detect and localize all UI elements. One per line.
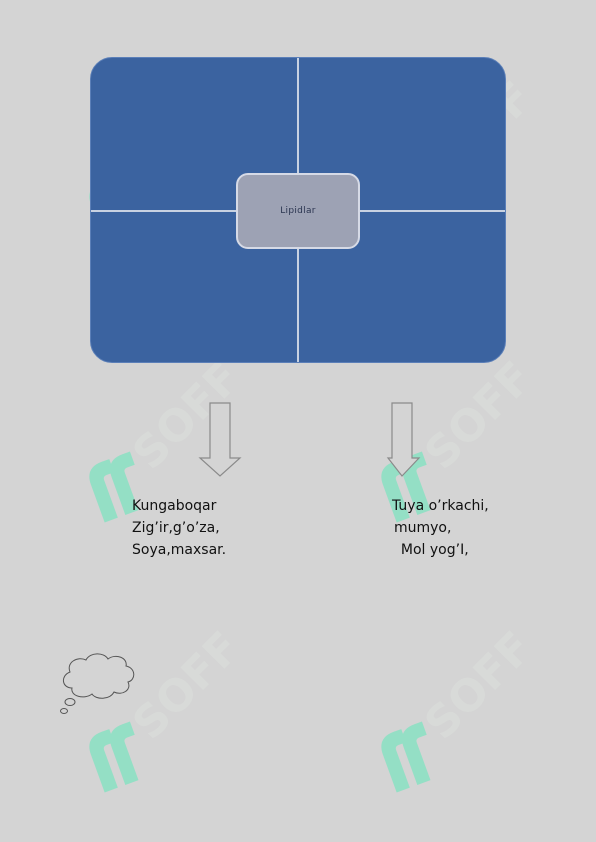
center-label-box: Lipidlar bbox=[236, 173, 360, 249]
list-item: Zig’ir,g’o’za, bbox=[132, 520, 220, 536]
list-item: Soya,maxsar. bbox=[132, 542, 227, 558]
svg-text:SOFF: SOFF bbox=[415, 352, 542, 479]
svg-text:SOFF: SOFF bbox=[415, 622, 542, 749]
list-item: Tuya o’rkachi, bbox=[392, 498, 489, 514]
list-item: mumyo, bbox=[394, 520, 452, 536]
watermark-bottom-right: SOFF bbox=[381, 622, 543, 793]
thought-cloud-icon bbox=[60, 653, 135, 714]
svg-text:SOFF: SOFF bbox=[123, 622, 250, 749]
center-label: Lipidlar bbox=[280, 206, 316, 216]
right-down-arrow-icon bbox=[386, 402, 421, 477]
list-item: Mol yog’I, bbox=[392, 542, 469, 558]
plant-sources-list: Kungaboqar Zig’ir,g’o’za, Soya,maxsar. bbox=[132, 495, 226, 561]
animal-sources-list: Tuya o’rkachi, mumyo, Mol yog’I, bbox=[392, 495, 489, 561]
list-item: Kungaboqar bbox=[132, 498, 217, 514]
left-down-arrow-icon bbox=[198, 402, 242, 477]
